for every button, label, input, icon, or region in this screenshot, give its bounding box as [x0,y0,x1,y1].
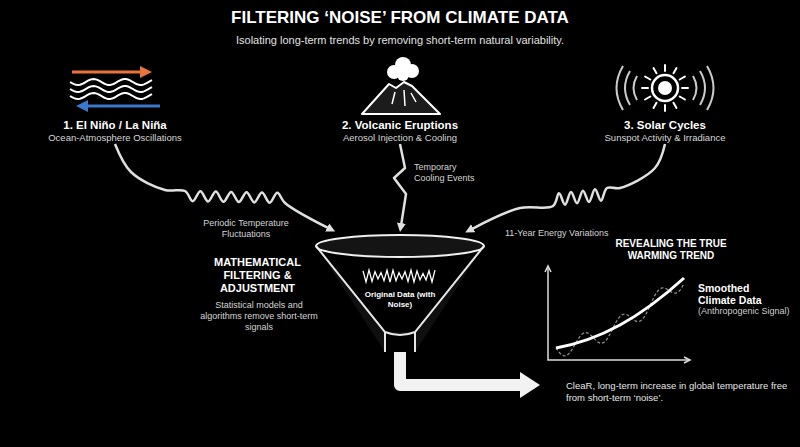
warm-current-head [140,66,152,78]
source-description: Sunspot Activity & Irradiance [590,132,740,144]
chart-label-group: Smoothed Climate Data(Anthropogenic Sign… [698,282,790,317]
source-node: 1. El Niño / La NiñaOcean-Atmosphere Osc… [40,62,190,144]
title: FILTERING ‘NOISE’ FROM CLIMATE DATA [0,8,800,28]
sun-ray [680,77,685,80]
sun-ray [674,68,677,73]
source-description: Ocean-Atmosphere Oscillations [40,132,190,144]
sun-core [658,81,672,95]
source-heading: 1. El Niño / La Niña [40,118,190,132]
output-arrow [400,352,524,385]
sun-ray [680,97,685,100]
radiation-waves [693,66,714,110]
sun-ray [645,77,650,80]
result-chart: REVEALING THE TRUE WARMING TREND Smoothed… [540,238,792,395]
input-arrow [472,144,665,229]
axis-heads [545,266,690,363]
source-heading: 3. Solar Cycles [590,118,740,132]
section-note: Statistical models and algorithms remove… [196,300,322,333]
sun-ray [664,105,666,111]
sun-ray [654,68,657,73]
radiation-waves [617,66,638,110]
input-arrow [115,144,328,228]
funnel-rim [316,235,484,257]
ocean-icon [70,66,160,112]
sun-ray [645,97,650,100]
chart-heading: REVEALING THE TRUE WARMING TREND [606,238,736,262]
arrow-label: 11-Year Energy Variations [505,228,615,239]
sun-rays [642,65,688,111]
wave-line [70,86,152,92]
source-heading: 2. Volcanic Eruptions [325,118,475,132]
sun-icon [617,65,714,111]
source-description: Aerosol Injection & Cooling [325,132,475,144]
subtitle: Isolating long-term trends by removing s… [0,33,800,47]
sun-ray [642,87,648,89]
input-arrow [394,144,406,224]
source-node: 2. Volcanic EruptionsAerosol Injection &… [325,62,475,144]
source-node: 3. Solar CyclesSunspot Activity & Irradi… [590,62,740,144]
series-note: (Anthropogenic Signal) [698,306,790,317]
volcano-cone [362,82,440,114]
cold-current-head [76,100,88,112]
sun-ray [664,65,666,71]
warm-current-arrow [72,71,142,74]
sun-disc [652,75,678,101]
sun-ray [654,103,657,108]
smoothed-trend [556,278,684,348]
section-heading: MATHEMATICAL FILTERING & ADJUSTMENT [200,256,315,295]
arrow-label: Temporary Cooling Events [414,162,484,184]
wave-line [70,93,152,99]
funnel-body [316,246,484,352]
arrow-label: Periodic Temperature Fluctuations [200,218,292,240]
ocean-waves [70,79,152,99]
lava-streaks [392,90,416,106]
chart-axes [548,268,690,360]
sun-ray [674,103,677,108]
noise-signal [363,270,435,282]
sun-ray [682,87,688,89]
series-label: Smoothed Climate Data [698,282,790,306]
volcano-icon [362,57,440,114]
result-note: CleaR, long-term increase in global temp… [566,380,794,404]
trend-chart [545,266,690,363]
funnel-label: Original Data (with Noise) [358,290,442,310]
ash-cloud [397,69,409,81]
filter-funnel: Original Data (with Noise) [313,232,487,352]
wave-line [70,79,152,85]
cold-current-arrow [86,105,160,108]
